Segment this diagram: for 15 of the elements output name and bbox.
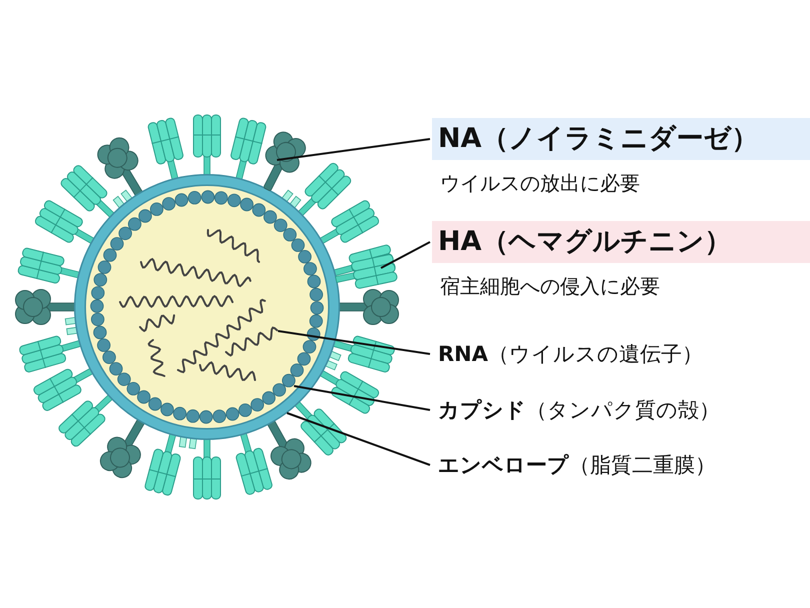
label-text: カプシド（タンパク質の殻） xyxy=(437,397,720,424)
leader-line xyxy=(278,330,430,355)
label-heading: NA（ノイラミニダーゼ） xyxy=(432,118,810,160)
hemagglutinin-spike xyxy=(335,253,398,290)
envelope-membrane xyxy=(74,174,340,440)
capsid-bead xyxy=(282,374,296,388)
leader-line xyxy=(380,241,430,269)
label-text: RNA（ウイルスの遺伝子） xyxy=(437,341,703,368)
rna-strand xyxy=(225,326,278,357)
leader-line xyxy=(276,138,430,161)
label-text: 宿主細胞への侵入に必要 xyxy=(439,273,661,300)
label-text: エンベロープ（脂質二重膜） xyxy=(437,452,716,479)
label-text: ウイルスの放出に必要 xyxy=(439,170,641,197)
label-heading: HA（ヘマグルチニン） xyxy=(432,221,810,263)
neuraminidase-spike xyxy=(262,132,306,192)
